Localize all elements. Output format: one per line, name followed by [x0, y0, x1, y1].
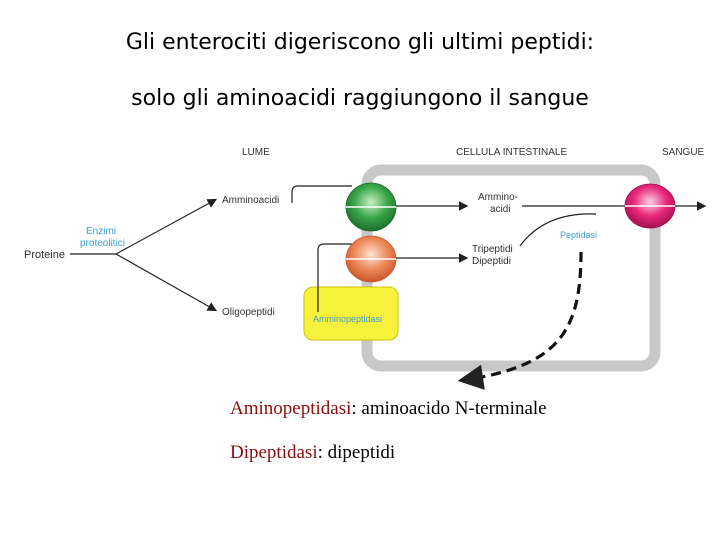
- header-lume: LUME: [242, 147, 270, 158]
- amminopeptidasi-box: [303, 286, 399, 341]
- definition-text-1: : aminoacido N-terminale: [351, 398, 547, 419]
- definition-text-2: : dipeptidi: [317, 442, 396, 463]
- label-oligopeptidi: Oligopeptidi: [222, 307, 275, 318]
- slide-title-line-1: Gli enterociti digeriscono gli ultimi pe…: [125, 30, 595, 55]
- definition-term-1: Aminopeptidasi: [230, 398, 352, 419]
- label-ammino-2: acidi: [490, 204, 511, 215]
- definition-dipeptidasi: Dipeptidasi: dipeptidi: [230, 442, 395, 464]
- label-amminoacidi: Amminoacidi: [222, 195, 279, 206]
- header-cellula: CELLULA INTESTINALE: [456, 147, 567, 158]
- definition-aminopeptidasi: Aminopeptidasi: aminoacido N-terminale: [230, 398, 547, 420]
- slide-title-line-2: solo gli aminoacidi raggiungono il sangu…: [131, 86, 589, 111]
- dashed-arrow: [457, 251, 583, 390]
- line-oligo-to-orange: [317, 243, 352, 312]
- definition-term-2: Dipeptidasi: [230, 442, 318, 463]
- label-proteine: Proteine: [24, 249, 65, 261]
- line-amminoacidi-to-green: [291, 185, 352, 203]
- label-enzimi-2: proteolitici: [80, 238, 125, 249]
- header-sangue: SANGUE: [662, 147, 705, 158]
- label-dipeptidi: Dipeptidi: [472, 256, 511, 267]
- label-peptidasi: Peptidasi: [560, 230, 597, 240]
- branch-to-oligopeptidi: [115, 253, 218, 312]
- label-amminopeptidasi: Amminopeptidasi: [313, 314, 382, 324]
- branch-to-amminoacidi: [115, 198, 218, 255]
- peptidasi-curve: [519, 213, 597, 247]
- label-enzimi-1: Enzimi: [86, 226, 116, 237]
- label-tripeptidi: Tripeptidi: [472, 244, 513, 255]
- label-ammino-1: Ammino-: [478, 192, 518, 203]
